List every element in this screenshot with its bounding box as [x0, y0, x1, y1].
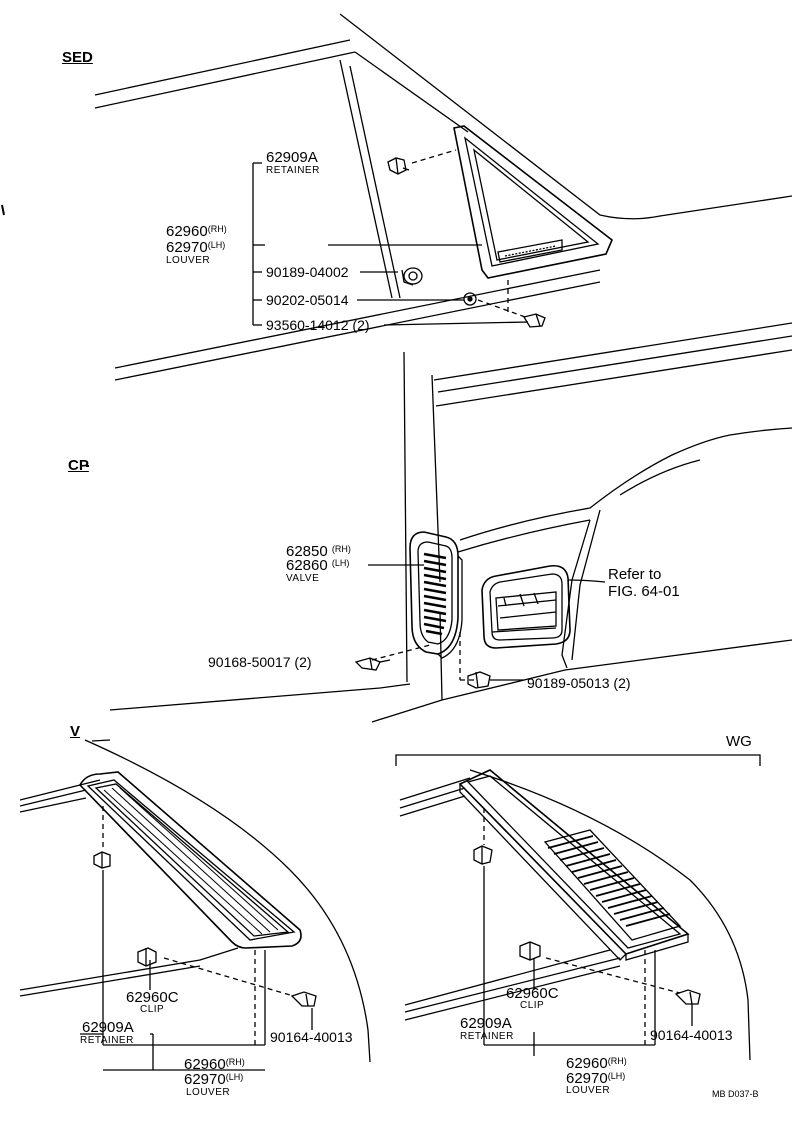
cp-screw-icon	[354, 657, 391, 671]
wg-leaders	[483, 808, 693, 1056]
v-louver-lh-part-number: 62970(LH)	[184, 1071, 244, 1088]
sed-retainer-name: RETAINER	[266, 165, 320, 176]
sed-screw-icon	[522, 313, 546, 328]
section-label-wg: WG	[726, 733, 752, 750]
sed-part-90189-04002: 90189-04002	[266, 264, 349, 280]
sed-part-90202-05014: 90202-05014	[266, 292, 349, 308]
sed-louver-lh-part-number: 62970(LH)	[166, 239, 226, 256]
cp-screw-part-number: 90168-50017 (2)	[208, 654, 312, 670]
v-clip-icon	[137, 947, 157, 967]
sed-louver-name: LOUVER	[166, 255, 211, 266]
wg-screw-part-number: 90164-40013	[650, 1027, 733, 1043]
sed-retainer-part-number: 62909A	[266, 149, 318, 166]
wg-louver-rh-part-number: 62960(RH)	[566, 1055, 627, 1072]
cp-refer-to-line2: FIG. 64-01	[608, 583, 680, 600]
sed-retainer-icon	[387, 157, 410, 175]
v-retainer-name: RETAINER	[80, 1035, 134, 1046]
wg-retainer-name: RETAINER	[460, 1031, 514, 1042]
cp-leaders	[368, 564, 606, 681]
wg-retainer-icon	[473, 845, 493, 865]
sed-nut-icon	[463, 292, 477, 306]
cp-clip-part-number: 90189-05013 (2)	[527, 675, 631, 691]
figure-code: MB D037-B	[712, 1089, 759, 1099]
sed-leaders	[252, 149, 529, 326]
cp-valve-name: VALVE	[286, 573, 320, 584]
sed-louver-rh-part-number: 62960(RH)	[166, 223, 227, 240]
sed-part-93560-14012: 93560-14012 (2)	[266, 317, 370, 333]
cp-valve-lh-part-number: 62860 (LH)	[286, 557, 350, 574]
sed-grommet-icon	[401, 267, 423, 286]
v-louver-rh-part-number: 62960(RH)	[184, 1056, 245, 1073]
v-louver-panel	[79, 771, 302, 949]
v-retainer-part-number: 62909A	[82, 1019, 134, 1036]
section-label-sed: SED	[62, 49, 93, 66]
cp-valve-rh-part-number: 62850 (RH)	[286, 543, 351, 560]
v-screw-part-number: 90164-40013	[270, 1029, 353, 1045]
cp-clip-icon	[467, 671, 491, 689]
section-label-cp: CP	[68, 457, 89, 474]
v-screw-icon	[290, 991, 317, 1007]
v-retainer-icon	[93, 851, 111, 869]
wg-louver-panel	[458, 769, 690, 961]
v-body-outline	[19, 739, 371, 1063]
v-leaders	[80, 806, 313, 1071]
wg-screw-icon	[674, 989, 701, 1005]
wg-bracket	[395, 754, 761, 766]
cp-ashtray	[481, 564, 571, 649]
v-louver-name: LOUVER	[186, 1087, 231, 1098]
wg-retainer-part-number: 62909A	[460, 1015, 512, 1032]
wg-clip-name: CLIP	[520, 1000, 545, 1011]
wg-louver-name: LOUVER	[566, 1085, 611, 1096]
sed-louver-frame	[453, 125, 613, 279]
section-label-v: V	[70, 723, 81, 740]
sed-body-outline	[1, 13, 792, 381]
wg-louver-lh-part-number: 62970(LH)	[566, 1070, 626, 1087]
cp-valve-grille	[409, 531, 463, 659]
wg-clip-icon	[519, 941, 541, 961]
cp-refer-to-line1: Refer to	[608, 566, 662, 583]
wg-clip-part-number: 62960C	[506, 985, 559, 1002]
cp-body-outline	[86, 322, 792, 723]
v-clip-part-number: 62960C	[126, 989, 179, 1006]
wg-body-outline	[399, 769, 751, 1061]
v-clip-name: CLIP	[140, 1004, 165, 1015]
